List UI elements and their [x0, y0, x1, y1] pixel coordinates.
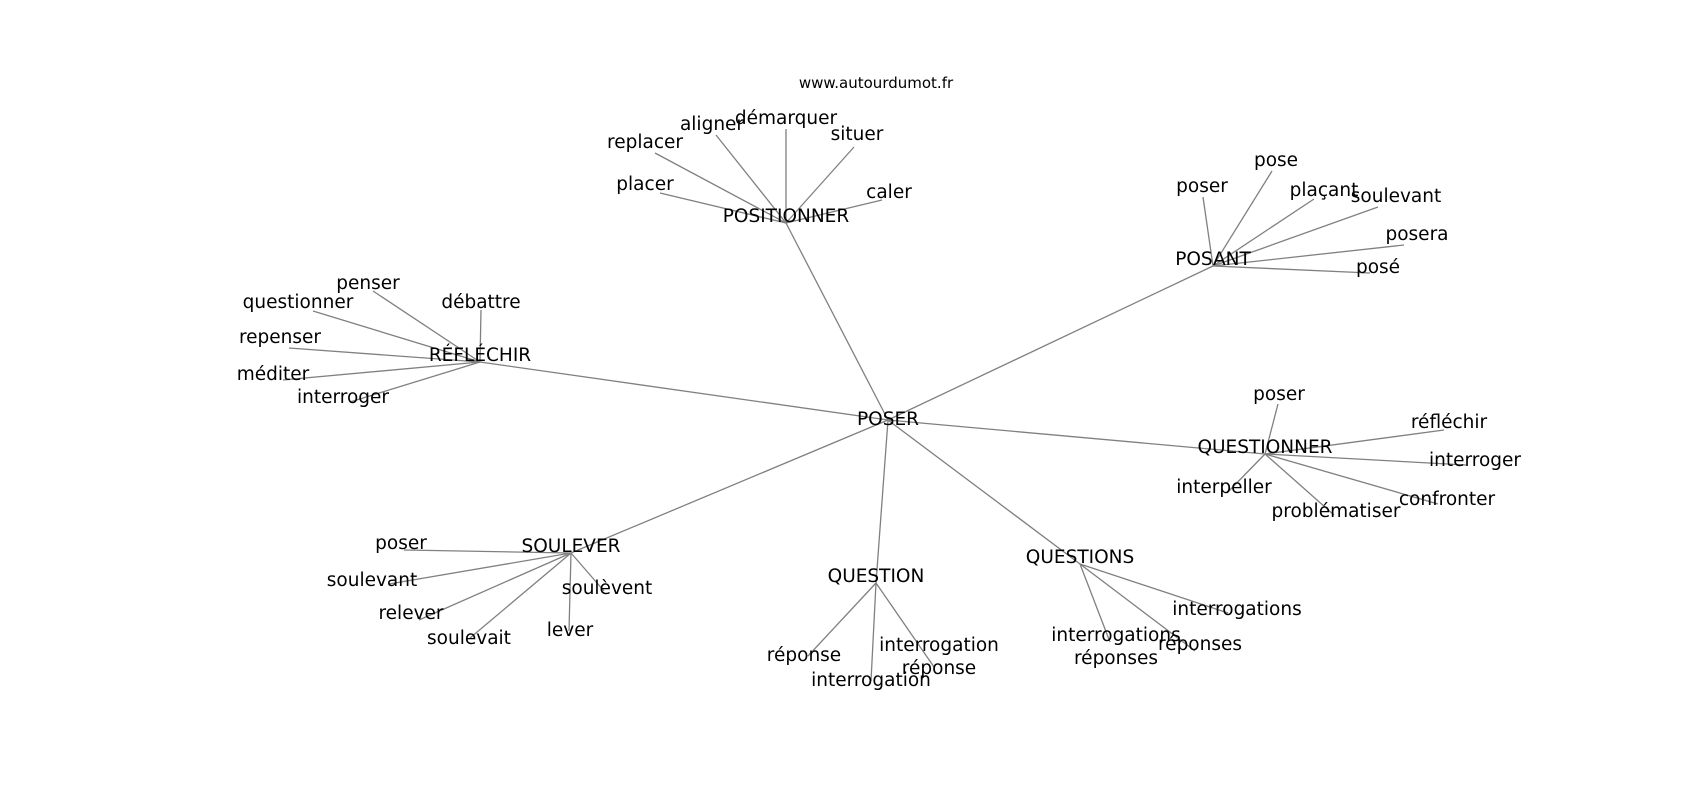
edge-positionner-aligner — [715, 134, 787, 224]
edge-reflechir-interroger — [349, 361, 481, 403]
edge-reflechir-mediter — [282, 361, 481, 381]
leaf-node-questions-reponses[interactable]: réponses — [1158, 634, 1242, 655]
leaf-node-questionner-poser[interactable]: poser — [1253, 384, 1305, 405]
leaf-node-question-interrogation[interactable]: interrogation — [811, 670, 931, 691]
edge-reflechir-penser — [372, 290, 481, 363]
hub-node-positionner[interactable]: POSITIONNER — [723, 206, 850, 227]
edge-posant-poser — [1202, 196, 1214, 267]
leaf-node-reflechir-interroger[interactable]: interroger — [297, 387, 389, 408]
leaf-node-posant-poser[interactable]: poser — [1176, 176, 1228, 197]
leaf-node-questionner-reflechir[interactable]: réfléchir — [1411, 412, 1488, 433]
leaf-node-positionner-caler[interactable]: caler — [866, 182, 912, 203]
edge-positionner-replacer — [654, 152, 787, 224]
leaf-node-reflechir-questionner[interactable]: questionner — [243, 292, 354, 313]
edge-questions-reponses — [1079, 563, 1196, 652]
edge-soulever-soulevent — [570, 552, 605, 592]
hub-node-soulever[interactable]: SOULEVER — [521, 536, 620, 557]
edge-root-question — [875, 419, 889, 584]
leaf-node-positionner-placer[interactable]: placer — [616, 174, 674, 195]
leaf-node-reflechir-debattre[interactable]: débattre — [441, 292, 520, 313]
hub-node-questionner[interactable]: QUESTIONNER — [1197, 437, 1332, 458]
leaf-node-reflechir-penser[interactable]: penser — [336, 273, 400, 294]
edge-questionner-interpeller — [1226, 453, 1266, 494]
edge-questions-interrogations — [1079, 563, 1229, 614]
edge-questionner-confronter — [1264, 453, 1439, 505]
leaf-node-positionner-situer[interactable]: situer — [831, 124, 884, 145]
source-watermark: www.autourdumot.fr — [799, 74, 954, 92]
edge-soulever-relever — [418, 552, 572, 621]
edge-soulever-lever — [568, 552, 572, 632]
leaf-node-posant-soulevant[interactable]: soulevant — [1351, 186, 1441, 207]
leaf-node-positionner-demarquer[interactable]: démarquer — [735, 108, 838, 129]
edge-question-interrogation — [870, 582, 877, 682]
edge-questionner-problematiser — [1264, 453, 1335, 516]
root-node-poser[interactable]: POSER — [857, 409, 919, 430]
edge-positionner-situer — [785, 146, 855, 224]
leaf-node-soulever-soulevent[interactable]: soulèvent — [562, 578, 653, 599]
edge-posant-posera — [1212, 244, 1405, 267]
edge-posant-pose-participe — [1212, 265, 1371, 274]
edge-posant-soulevant — [1212, 206, 1379, 267]
edge-posant-pose — [1212, 170, 1273, 267]
leaf-node-posant-pose-participe[interactable]: posé — [1356, 257, 1400, 278]
edge-root-reflechir — [479, 361, 889, 421]
edge-questionner-interroger — [1264, 453, 1467, 466]
edge-reflechir-questionner — [312, 310, 481, 363]
edge-question-interrogation-reponse — [875, 582, 935, 668]
leaf-node-reflechir-mediter[interactable]: méditer — [237, 364, 310, 385]
edge-soulever-soulevait — [469, 552, 572, 639]
leaf-node-soulever-poser[interactable]: poser — [375, 533, 427, 554]
leaf-node-soulever-relever[interactable]: relever — [378, 603, 443, 624]
edge-root-posant — [887, 265, 1214, 421]
leaf-node-posant-placant[interactable]: plaçant — [1290, 180, 1359, 201]
hub-node-question[interactable]: QUESTION — [828, 566, 925, 587]
hub-node-reflechir[interactable]: RÉFLÉCHIR — [429, 344, 531, 366]
edge-reflechir-debattre — [479, 309, 482, 363]
edge-questions-interrogations-reponses — [1079, 563, 1111, 643]
edge-question-reponse — [807, 582, 877, 657]
leaf-node-questionner-confronter[interactable]: confronter — [1399, 489, 1496, 510]
edge-positionner-placer — [659, 192, 787, 224]
edge-reflechir-repenser — [288, 347, 481, 363]
edge-soulever-poser — [403, 549, 572, 554]
leaf-node-reflechir-repenser[interactable]: repenser — [239, 327, 321, 348]
leaf-node-questionner-problematiser[interactable]: problématiser — [1272, 501, 1401, 522]
edge-soulever-soulevant — [388, 552, 572, 585]
edge-root-soulever — [570, 419, 889, 554]
leaf-node-posant-posera[interactable]: posera — [1385, 224, 1448, 245]
edge-root-questionner — [887, 419, 1266, 455]
leaf-node-posant-pose[interactable]: pose — [1254, 150, 1298, 171]
leaf-node-questionner-interpeller[interactable]: interpeller — [1176, 477, 1272, 498]
edge-positionner-caler — [785, 199, 883, 224]
edge-root-positionner — [785, 222, 889, 421]
edge-questionner-reflechir — [1264, 429, 1445, 455]
edge-root-questions — [887, 419, 1081, 565]
hub-node-questions[interactable]: QUESTIONS — [1026, 547, 1134, 568]
leaf-node-soulever-soulevant[interactable]: soulevant — [327, 570, 417, 591]
hub-node-posant[interactable]: POSANT — [1175, 249, 1251, 270]
leaf-node-questions-interrogations[interactable]: interrogations — [1172, 599, 1301, 620]
leaf-node-questionner-interroger[interactable]: interroger — [1429, 450, 1521, 471]
leaf-node-positionner-aligner[interactable]: aligner — [680, 114, 744, 135]
leaf-node-soulever-lever[interactable]: lever — [547, 620, 594, 641]
edge-questionner-poser — [1264, 403, 1279, 455]
leaf-node-positionner-replacer[interactable]: replacer — [607, 132, 683, 153]
leaf-node-question-reponse[interactable]: réponse — [767, 645, 841, 666]
graph-edges — [282, 129, 1467, 682]
leaf-node-soulever-soulevait[interactable]: soulevait — [427, 628, 511, 649]
edge-posant-placant — [1212, 198, 1315, 267]
